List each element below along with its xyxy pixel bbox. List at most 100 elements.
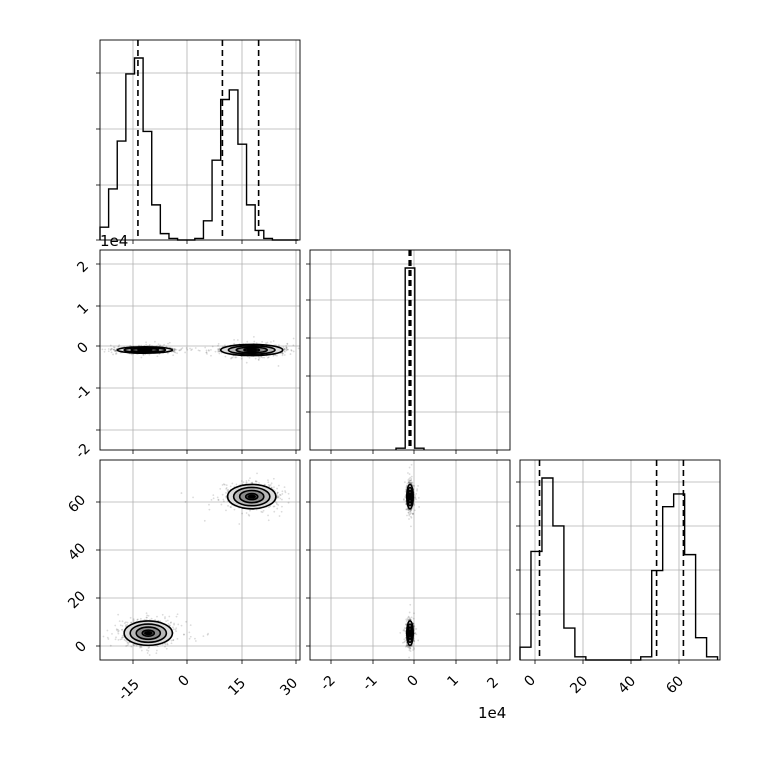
scatter-point xyxy=(221,484,224,486)
scatter-point xyxy=(155,649,158,652)
scatter-point xyxy=(119,624,122,627)
scatter-point xyxy=(155,652,158,655)
scatter-point xyxy=(404,490,407,493)
scatter-point xyxy=(270,486,273,489)
scatter-point xyxy=(278,484,280,487)
scatter-point xyxy=(414,632,417,634)
scatter-point xyxy=(117,630,119,633)
scatter-point xyxy=(283,348,285,350)
scatter-point xyxy=(402,629,405,632)
scatter-point xyxy=(145,343,148,346)
scatter-point xyxy=(403,641,406,644)
scatter-point xyxy=(413,632,416,635)
scatter-point xyxy=(159,344,162,347)
scatter-point xyxy=(407,618,410,621)
scatter-point xyxy=(148,654,151,656)
scatter-point xyxy=(233,485,236,488)
scatter-point xyxy=(124,639,127,642)
scatter-point xyxy=(266,341,269,344)
scatter-point xyxy=(266,356,269,359)
scatter-point xyxy=(222,498,225,501)
scatter-point xyxy=(230,357,232,360)
scatter-point xyxy=(139,646,141,649)
scatter-point xyxy=(121,620,124,623)
scatter-point xyxy=(292,350,295,353)
scatter-point xyxy=(181,347,184,349)
scatter-point xyxy=(409,646,412,649)
scatter-point xyxy=(107,638,110,640)
scatter-point xyxy=(107,350,110,353)
scatter-point xyxy=(176,637,179,640)
scatter-point xyxy=(245,480,248,482)
scatter-point xyxy=(126,641,129,644)
scatter-point xyxy=(276,491,279,494)
scatter-point xyxy=(406,618,409,621)
scatter-point xyxy=(205,351,208,354)
scatter-point xyxy=(214,350,217,353)
scatter-point xyxy=(168,624,171,627)
scatter-point xyxy=(417,639,420,642)
scatter-point xyxy=(192,496,194,499)
scatter-point xyxy=(173,350,176,353)
scatter-point xyxy=(174,348,177,351)
scatter-point xyxy=(224,355,227,358)
scatter-point xyxy=(407,616,410,619)
scatter-point xyxy=(273,510,276,513)
scatter-point xyxy=(130,621,133,624)
scatter-point xyxy=(62,351,64,353)
scatter-point xyxy=(276,492,279,495)
scatter-point xyxy=(145,341,148,344)
scatter-point xyxy=(287,492,290,495)
scatter-point xyxy=(121,636,123,639)
scatter-point xyxy=(112,346,115,349)
scatter-point xyxy=(408,611,411,614)
scatter-point xyxy=(225,497,228,499)
scatter-point xyxy=(147,647,150,649)
scatter-point xyxy=(125,621,127,624)
scatter-point xyxy=(115,352,118,355)
scatter-point xyxy=(292,337,295,340)
scatter-point xyxy=(111,632,113,635)
scatter-point xyxy=(140,344,143,347)
scatter-point xyxy=(210,354,212,357)
scatter-point xyxy=(277,496,280,499)
scatter-point xyxy=(117,613,120,616)
scatter-point xyxy=(281,351,284,354)
scatter-point xyxy=(289,353,292,355)
scatter-point xyxy=(273,505,276,508)
scatter-point xyxy=(410,525,412,528)
density-peak xyxy=(140,349,150,351)
scatter-point xyxy=(242,481,245,484)
scatter-point xyxy=(117,628,120,631)
scatter-point xyxy=(408,647,411,650)
scatter-point xyxy=(404,496,407,498)
scatter-point xyxy=(273,486,275,489)
scatter-point xyxy=(114,352,117,355)
scatter-point xyxy=(211,345,214,348)
scatter-point xyxy=(167,622,170,625)
scatter-point xyxy=(170,621,172,624)
scatter-point xyxy=(208,508,211,511)
scatter-point xyxy=(413,647,416,650)
scatter-point xyxy=(412,645,414,647)
scatter-point xyxy=(173,623,175,626)
scatter-point xyxy=(154,619,157,621)
scatter-point xyxy=(172,626,174,629)
scatter-point xyxy=(279,493,281,496)
panel-background xyxy=(100,40,300,240)
scatter-point xyxy=(417,496,420,499)
scatter-point xyxy=(407,472,409,474)
scatter-point xyxy=(413,632,416,635)
scatter-point xyxy=(126,644,129,647)
scatter-point xyxy=(180,624,183,627)
scatter-point xyxy=(248,514,251,517)
scatter-point xyxy=(178,349,181,352)
scatter-point xyxy=(165,647,168,650)
scatter-point xyxy=(217,498,220,501)
scatter-point xyxy=(175,615,178,618)
scatter-point xyxy=(114,350,117,353)
scatter-point xyxy=(290,349,293,352)
scatter-point xyxy=(177,623,180,626)
scatter-point xyxy=(157,343,160,346)
scatter-point xyxy=(166,643,169,646)
